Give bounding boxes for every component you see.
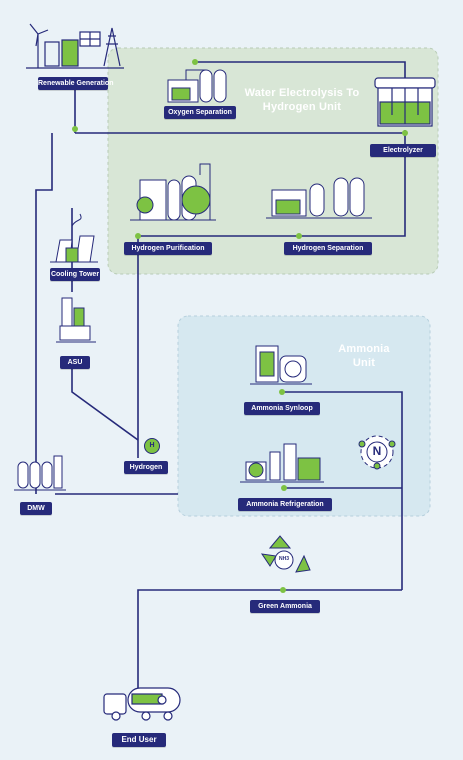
junction-dot <box>279 389 285 395</box>
hydrogen-separation-label[interactable]: Hydrogen Separation <box>284 242 372 255</box>
junction-dot <box>72 126 78 132</box>
ammonia-refrigeration-label[interactable]: Ammonia Refrigeration <box>238 498 332 511</box>
nh3-text: NH3 <box>278 556 289 562</box>
junction-dot <box>280 587 286 593</box>
recycle-icon <box>260 535 311 573</box>
electrolysis-zone-title: Water Electrolysis To Hydrogen Unit <box>244 87 360 113</box>
electrolyzer-label[interactable]: Electrolyzer <box>370 144 436 157</box>
asu-icon <box>56 297 96 343</box>
ammonia-zone-title: Ammonia Unit <box>338 343 390 369</box>
hydrogen-purification-icon <box>130 163 216 221</box>
nitrogen-molecule-icon <box>358 435 396 470</box>
junction-dot <box>402 130 408 136</box>
end-user-label[interactable]: End User <box>112 733 166 747</box>
renewable-generation-icon <box>26 23 124 69</box>
oxygen-separation-icon <box>167 69 227 103</box>
cooling-tower-label[interactable]: Cooling Tower <box>50 268 100 281</box>
ammonia-synloop-label[interactable]: Ammonia Synloop <box>244 402 320 415</box>
ammonia-zone <box>177 315 431 517</box>
ammonia-refrigeration-icon <box>240 443 324 483</box>
asu-label[interactable]: ASU <box>60 356 90 369</box>
junction-dot <box>296 233 302 239</box>
electrolyzer-icon <box>374 77 436 127</box>
oxygen-separation-label[interactable]: Oxygen Separation <box>164 106 236 119</box>
flow-lines <box>35 61 406 690</box>
hydrogen-separation-icon <box>266 177 372 219</box>
junction-dot <box>135 233 141 239</box>
cooling-tower-icon <box>50 213 98 263</box>
renewable-generation-label[interactable]: Renewable Generation <box>38 77 113 90</box>
hydrogen-badge: H <box>144 438 160 454</box>
hydrogen-label[interactable]: Hydrogen <box>124 461 168 474</box>
junction-dot <box>192 59 198 65</box>
junction-dot <box>281 485 287 491</box>
ammonia-synloop-icon <box>250 345 312 385</box>
green-ammonia-label[interactable]: Green Ammonia <box>250 600 320 613</box>
dmw-label[interactable]: DMW <box>20 502 52 515</box>
nitrogen-letter: N <box>372 444 382 458</box>
truck-icon <box>103 687 181 721</box>
dmw-icon <box>14 455 66 491</box>
hydrogen-purification-label[interactable]: Hydrogen Purification <box>124 242 212 255</box>
